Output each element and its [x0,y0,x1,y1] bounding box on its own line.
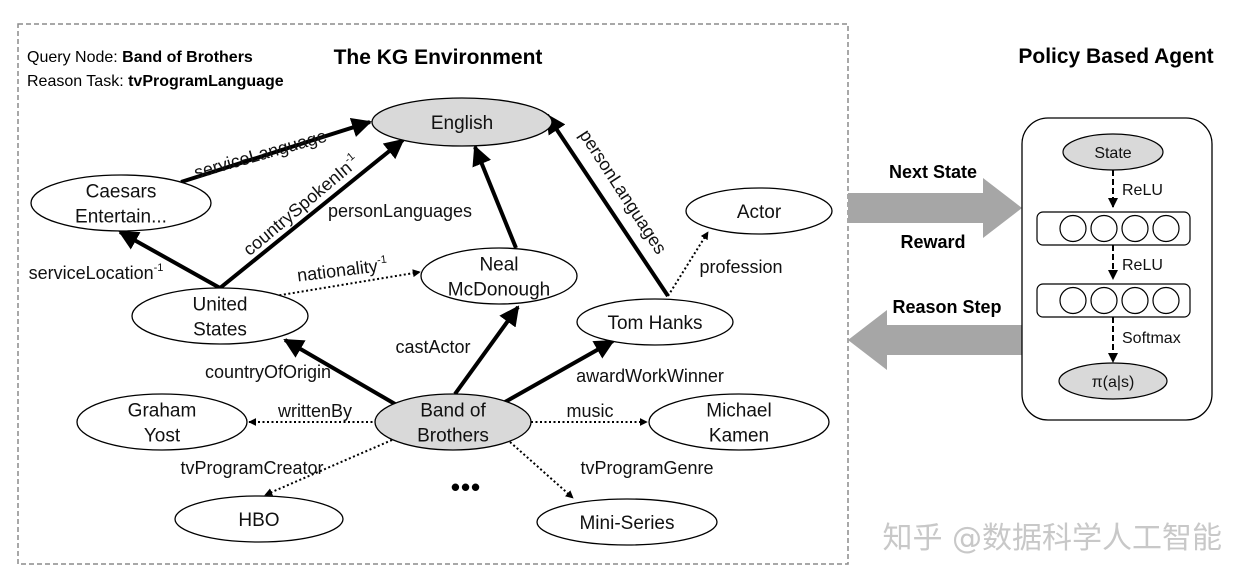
policy-output-label: π(a|s) [1092,374,1135,391]
state-node: State [1062,133,1164,171]
watermark: 知乎 @数据科学人工智能 [882,521,1222,556]
softmax-label: Softmax [1122,330,1181,347]
node-english: English [371,97,553,147]
node-band: Band of Brothers [374,393,532,451]
edge-servicelanguage-line [180,117,372,184]
node-ellipse [131,287,309,345]
edge-profession-line [667,231,709,297]
neuron [1152,286,1180,315]
node-ellipse [685,187,833,235]
edge-label: serviceLocation-1 [29,262,164,283]
node-label: States [193,320,247,341]
node-label: Kamen [709,426,769,447]
kg-title: The KG Environment [334,46,543,69]
reason-step-label: Reason Step [892,297,1001,317]
node-actor: Actor [685,187,833,235]
more-ellipsis: ••• [451,472,481,502]
node-label: McDonough [448,280,550,301]
node-ellipse [576,298,734,346]
neuron [1121,214,1149,243]
node-label: Actor [737,202,782,223]
neuron [1059,286,1087,315]
node-tom-hanks: Tom Hanks [576,298,734,346]
edges-layer [118,113,709,499]
node-hbo: HBO [174,495,344,543]
node-ellipse [536,498,718,546]
node-ellipse [76,393,248,451]
node-ellipse [371,97,553,147]
edge-countryspokenin-line [218,138,405,290]
node-ellipse [30,174,212,232]
edge-servicelocation-line [118,230,221,290]
edge-label: writtenBy [277,401,352,421]
node-label: United [193,295,248,316]
state-label: State [1094,145,1131,162]
edge-label: personLanguages [575,126,670,258]
edge-label: tvProgramGenre [580,458,713,478]
node-ellipse [174,495,344,543]
reason-task-line: Reason Task: tvProgramLanguage [27,73,284,90]
edge-label: serviceLanguage [192,126,329,183]
edge-label: nationality-1 [296,254,389,286]
node-ellipse [374,393,532,451]
agent-title: Policy Based Agent [1018,45,1213,68]
node-label: Michael [706,401,771,422]
next-state-arrow [848,178,1022,238]
node-label: Graham [128,401,197,422]
node-label: Brothers [417,426,489,447]
edge-label: tvProgramCreator [180,458,323,478]
reward-label: Reward [900,232,965,252]
relu-label-1: ReLU [1122,182,1163,199]
node-caesars: CaesarsEntertain... [30,174,212,232]
edge-personlanguages-line [472,145,518,249]
node-label: Tom Hanks [607,313,702,334]
node-ellipse [648,393,830,451]
edge-label: countryOfOrigin [205,362,331,382]
edge-tvprogramcreator-line [264,439,393,496]
next-state-label: Next State [889,162,977,182]
policy-output-node: π(a|s) [1058,362,1168,400]
edge-label: awardWorkWinner [576,366,724,386]
neuron [1090,286,1118,315]
edge-label: profession [699,257,782,277]
node-label: Neal [479,255,518,276]
node-label: Entertain... [75,207,167,228]
node-label: Caesars [86,182,157,203]
neuron [1090,214,1118,243]
edge-nationality-line [274,269,421,297]
kg-environment-border [17,23,849,565]
neuron [1152,214,1180,243]
edge-awardworkwinner-line [504,339,615,404]
edge-castactor-line [453,305,520,396]
hidden-layer-1 [1036,211,1191,246]
edge-label: music [566,401,613,421]
edge-tvprogramgenre-line [509,441,574,499]
node-mini-series: Mini-Series [536,498,718,546]
node-label: Mini-Series [579,513,674,534]
edge-countryoforigin-line [283,338,397,406]
relu-label-2: ReLU [1122,257,1163,274]
neuron [1059,214,1087,243]
node-label: English [431,113,493,134]
agent-box [1021,117,1213,421]
node-label: HBO [238,510,279,531]
edge-personlanguages-line [545,113,670,298]
edge-label: personLanguages [328,201,472,221]
hidden-layer-2 [1036,283,1191,318]
node-label: Band of [420,401,486,422]
neuron [1121,286,1149,315]
node-ellipse [420,247,578,305]
reason-step-arrow [848,310,1022,370]
query-node-line: Query Node: Band of Brothers [27,49,253,66]
node-label: Yost [144,426,181,447]
edge-label: castActor [395,337,470,357]
